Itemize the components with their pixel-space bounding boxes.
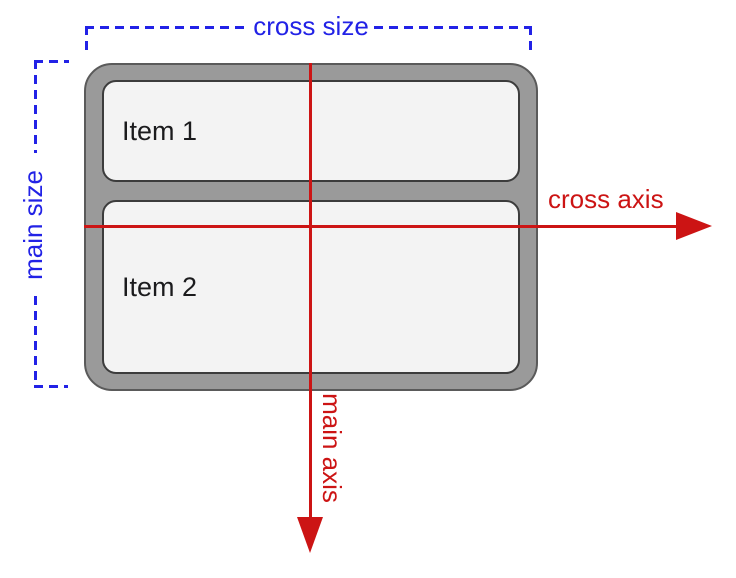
cross-size-bracket-line-left (85, 26, 248, 29)
cross-axis-line (84, 225, 676, 228)
cross-axis-label: cross axis (548, 184, 664, 214)
main-size-bracket-arm-top (34, 60, 69, 63)
main-size-bracket-line-top (34, 60, 37, 153)
main-size-label: main size (18, 170, 48, 280)
cross-size-bracket-arm-right (529, 26, 532, 53)
main-size-bracket-line-bottom (34, 296, 37, 386)
cross-axis-arrowhead-icon (676, 212, 712, 240)
flex-item-2-label: Item 2 (122, 271, 198, 302)
main-axis-line (309, 63, 312, 518)
main-axis-label: main axis (317, 393, 347, 503)
flex-item-1-label: Item 1 (122, 115, 198, 146)
main-size-bracket-arm-bottom (34, 385, 68, 388)
main-axis-arrowhead-icon (297, 517, 323, 553)
cross-size-label: cross size (253, 11, 369, 41)
cross-size-bracket-arm-left (85, 26, 88, 55)
cross-size-bracket-line-right (374, 26, 531, 29)
